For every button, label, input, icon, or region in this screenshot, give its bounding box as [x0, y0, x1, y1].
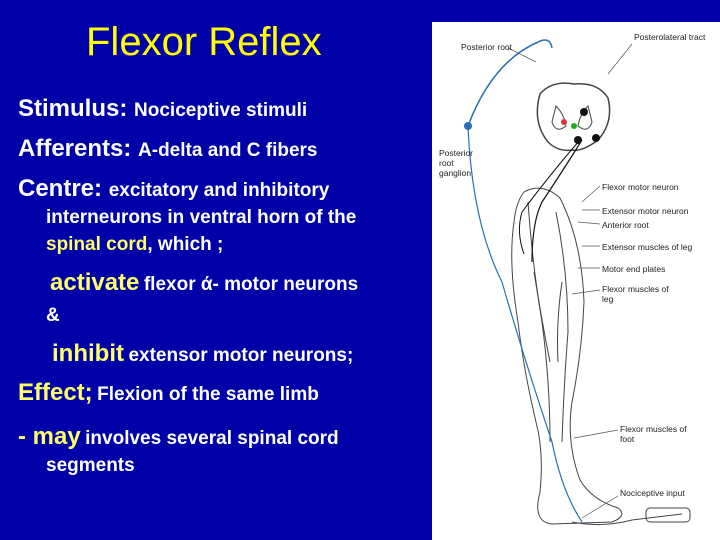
reflex-figure: Posterior root Posterolateral tract Post…	[432, 22, 720, 540]
centre-line: Centre: excitatory and inhibitory	[18, 175, 329, 203]
inhibit-line: inhibit extensor motor neurons;	[52, 340, 353, 368]
slide-title: Flexor Reflex	[86, 20, 322, 64]
may-rest: involves several spinal cord	[85, 428, 339, 449]
label-nociceptive-input: Nociceptive input	[620, 488, 685, 498]
interneurons-line: interneurons in ventral horn of the	[46, 207, 357, 228]
inhibit-rest: extensor motor neurons;	[128, 345, 354, 366]
stimulus-label: Stimulus:	[18, 95, 128, 122]
may-prefix: - may	[18, 423, 81, 450]
label-flexor-muscles-foot: Flexor muscles of foot	[620, 424, 687, 444]
label-flexor-muscles-leg: Flexor muscles of leg	[602, 284, 669, 304]
afferents-value: A-delta and C fibers	[138, 140, 318, 161]
centre-value: excitatory and inhibitory	[108, 180, 330, 201]
activate-line: activate flexor ά- motor neurons	[50, 269, 358, 297]
ampersand-line: &	[46, 305, 60, 326]
stimulus-value: Nociceptive stimuli	[134, 100, 308, 121]
may-line: - may involves several spinal cord	[18, 423, 339, 451]
label-extensor-muscles-leg: Extensor muscles of leg	[602, 242, 693, 252]
stimulus-line: Stimulus: Nociceptive stimuli	[18, 95, 307, 123]
activate-rest: flexor ά- motor neurons	[143, 274, 359, 295]
afferents-label: Afferents:	[18, 135, 132, 162]
label-motor-end-plates: Motor end plates	[602, 264, 666, 274]
effect-label: Effect;	[18, 379, 93, 406]
effect-line: Effect; Flexion of the same limb	[18, 379, 319, 407]
spinal-cord-line: spinal cord, which ;	[46, 234, 223, 256]
centre-label: Centre:	[18, 175, 103, 202]
segments-line: segments	[46, 455, 135, 476]
label-extensor-motor-neuron: Extensor motor neuron	[602, 206, 689, 216]
label-flexor-motor-neuron: Flexor motor neuron	[602, 182, 679, 192]
label-posterolateral-tract: Posterolateral tract	[634, 32, 706, 42]
effect-value: Flexion of the same limb	[97, 384, 319, 405]
label-posterior-root: Posterior root	[461, 42, 513, 52]
spinal-cord-text: spinal cord	[46, 234, 148, 255]
activate-text: activate	[50, 269, 140, 296]
inhibit-text: inhibit	[52, 340, 124, 367]
label-anterior-root: Anterior root	[602, 220, 649, 230]
label-posterior-root-ganglion: Posterior root ganglion	[439, 148, 474, 178]
afferents-line: Afferents: A-delta and C fibers	[18, 135, 318, 163]
leg-diagram	[464, 39, 691, 526]
which-text: , which ;	[147, 234, 224, 255]
